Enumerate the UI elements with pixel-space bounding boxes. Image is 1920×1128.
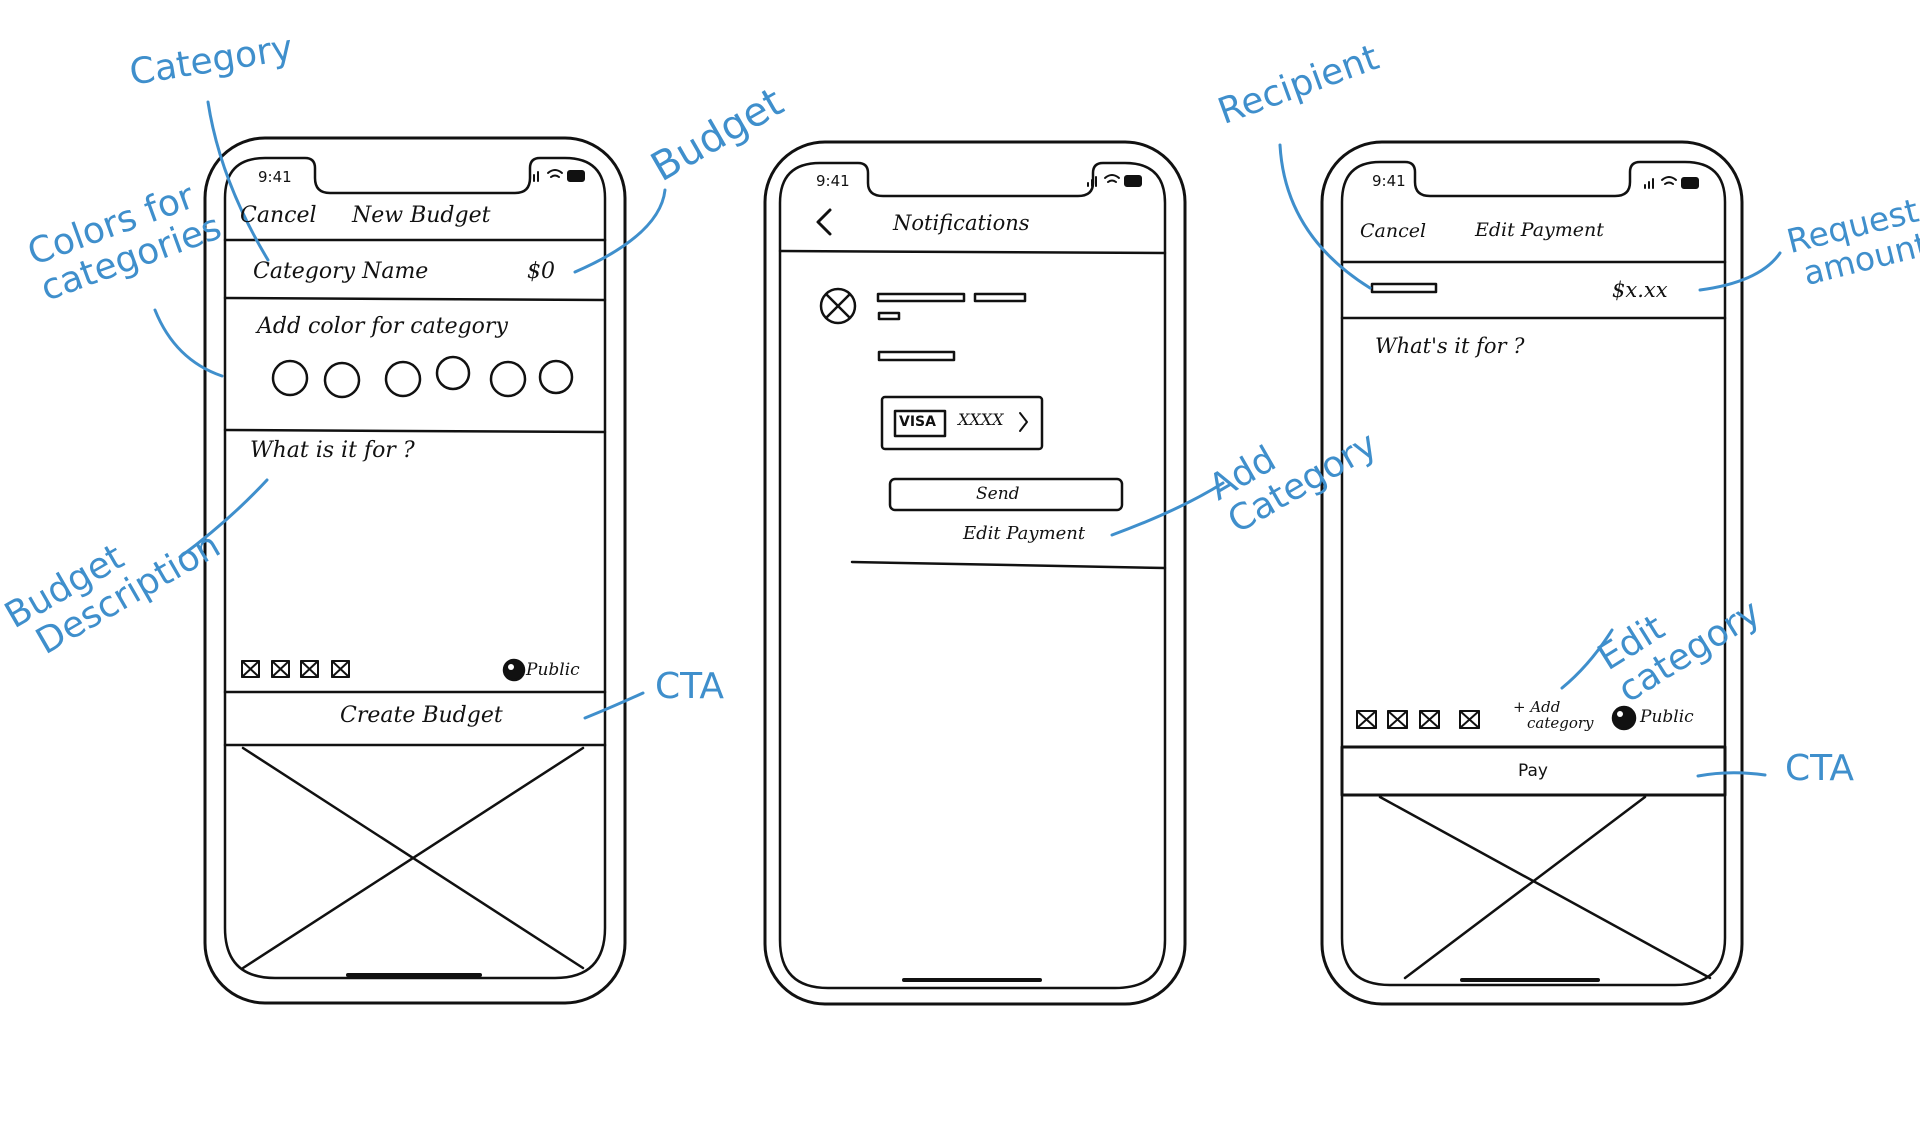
page-title: New Budget bbox=[352, 203, 491, 228]
page-title: Edit Payment bbox=[1475, 219, 1604, 241]
add-category-button[interactable]: + Add category bbox=[1513, 698, 1594, 732]
edit-payment-link[interactable]: Edit Payment bbox=[963, 523, 1086, 544]
visibility-toggle[interactable]: Public bbox=[1640, 707, 1694, 727]
create-budget-button[interactable]: Create Budget bbox=[340, 703, 503, 728]
leader-request-amount bbox=[1698, 251, 1782, 292]
cancel-button[interactable]: Cancel bbox=[240, 203, 317, 228]
budget-amount-field[interactable]: $0 bbox=[527, 259, 555, 284]
visibility-toggle[interactable]: Public bbox=[526, 660, 580, 680]
status-time: 9:41 bbox=[1372, 172, 1406, 190]
leader-add-category bbox=[1110, 481, 1225, 537]
category-name-field[interactable]: Category Name bbox=[253, 259, 429, 284]
back-chevron-icon[interactable] bbox=[812, 206, 838, 238]
leader-category bbox=[206, 100, 270, 262]
status-time: 9:41 bbox=[816, 172, 850, 190]
send-button[interactable]: Send bbox=[976, 484, 1020, 504]
leader-cta-right bbox=[1696, 771, 1767, 778]
pay-button[interactable]: Pay bbox=[1518, 761, 1548, 781]
leader-colors bbox=[153, 308, 224, 378]
leader-edit-category bbox=[1560, 628, 1614, 690]
annotation-cta-right: CTA bbox=[1785, 748, 1854, 789]
leader-cta-left bbox=[583, 691, 645, 720]
page-title: Notifications bbox=[893, 211, 1030, 235]
phone-new-budget-frame bbox=[203, 136, 627, 1005]
leader-budget bbox=[573, 188, 667, 274]
color-prompt-label: Add color for category bbox=[257, 314, 508, 339]
leader-description bbox=[178, 478, 269, 559]
annotation-cta-left: CTA bbox=[655, 666, 724, 707]
card-number[interactable]: XXXX bbox=[958, 410, 1004, 429]
leader-recipient bbox=[1278, 143, 1372, 290]
request-amount-field[interactable]: $x.xx bbox=[1612, 278, 1668, 302]
description-input[interactable]: What is it for ? bbox=[250, 438, 415, 463]
status-time: 9:41 bbox=[258, 168, 292, 186]
visa-card-icon: VISA bbox=[899, 414, 936, 430]
phone-edit-payment-frame bbox=[1320, 140, 1744, 1006]
cancel-button[interactable]: Cancel bbox=[1360, 220, 1427, 242]
description-input[interactable]: What's it for ? bbox=[1375, 334, 1525, 358]
phone-notifications-frame bbox=[763, 140, 1187, 1006]
